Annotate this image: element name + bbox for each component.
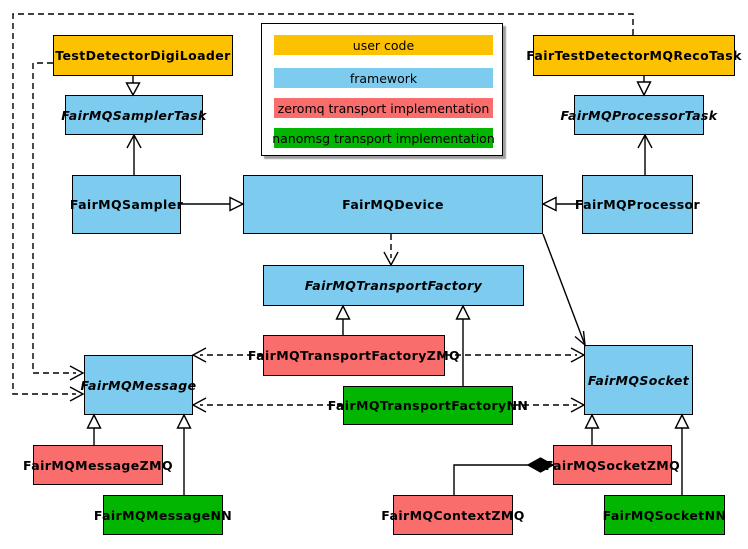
node-label: FairMQProcessorTask xyxy=(560,107,718,123)
node-label: FairMQMessage xyxy=(80,377,197,393)
node-label: FairTestDetectorMQRecoTask xyxy=(526,48,742,63)
node-fairmqmessagezmq: FairMQMessageZMQ xyxy=(23,445,173,485)
node-label: FairMQTransportFactoryNN xyxy=(327,398,529,413)
node-fairmqmessage: FairMQMessage xyxy=(81,355,196,415)
node-label: FairMQSocket xyxy=(587,372,690,388)
edge-fairmqmessagezmq-fairmqmessage xyxy=(86,413,102,445)
edge-fairmqmessagenn-fairmqmessage xyxy=(176,413,192,495)
node-label: FairMQSamplerTask xyxy=(61,107,207,123)
node-label: FairMQSocketNN xyxy=(602,507,727,523)
node-label: FairMQMessageNN xyxy=(93,507,233,523)
node-fairmqsamplertask: FairMQSamplerTask xyxy=(61,95,206,135)
node-fairmqdevice: FairMQDevice xyxy=(243,175,543,234)
legend-item-framework: framework xyxy=(274,68,493,88)
node-fairmqtransportfactory: FairMQTransportFactory xyxy=(263,265,524,306)
legend-label: zeromq transport implementation xyxy=(277,100,490,116)
node-label: FairMQProcessor xyxy=(574,197,701,212)
node-fairmqtransportfactoryzmq: FairMQTransportFactoryZMQ xyxy=(248,335,460,376)
node-fairmqcontextzmq: FairMQContextZMQ xyxy=(381,495,524,535)
edge-fairmqtransportfactorynn-fairmqmessage xyxy=(191,397,343,413)
node-fairmqsocketzmq: FairMQSocketZMQ xyxy=(545,445,680,485)
edge-fairmqsocketnn-fairmqsocket xyxy=(674,413,690,495)
node-label: FairMQSampler xyxy=(69,197,184,212)
edge-fairmqcontextzmq-fairmqsocketzmq xyxy=(453,457,555,495)
edge-fairmqtransportfactoryzmq-fairmqsocket xyxy=(445,347,586,363)
node-label: TestDetectorDigiLoader xyxy=(55,48,231,63)
node-fairmqsocket: FairMQSocket xyxy=(584,345,693,415)
edge-testdetectordigiloader-fairmqsamplertask xyxy=(125,76,141,97)
node-label: FairMQTransportFactoryZMQ xyxy=(247,348,461,363)
node-label: FairMQTransportFactory xyxy=(304,278,483,293)
edge-fairmqdevice-fairmqtransportfactory xyxy=(383,234,399,267)
node-fairmqtransportfactorynn: FairMQTransportFactoryNN xyxy=(328,386,528,425)
node-label: FairMQDevice xyxy=(342,197,444,212)
node-testdetectordigiloader: TestDetectorDigiLoader xyxy=(53,35,233,76)
edge-fairtestdetectormqrecotask-fairmqprocessortask xyxy=(636,76,652,97)
node-fairmqmessagenn: FairMQMessageNN xyxy=(94,495,232,535)
node-fairmqprocessortask: FairMQProcessorTask xyxy=(561,95,717,135)
edge-fairmqtransportfactoryzmq-fairmqtransportfactory xyxy=(335,304,351,335)
legend-box: user code framework zeromq transport imp… xyxy=(261,23,503,156)
edge-fairmqsocketzmq-fairmqsocket xyxy=(584,413,600,445)
edge-fairmqsampler-fairmqsamplertask xyxy=(126,133,142,175)
node-fairtestdetectormqrecotask: FairTestDetectorMQRecoTask xyxy=(526,35,741,76)
node-label: FairMQSocketZMQ xyxy=(544,457,681,473)
legend-label: user code xyxy=(352,37,415,53)
node-fairmqsampler: FairMQSampler xyxy=(69,175,184,234)
legend-item-user-code: user code xyxy=(274,35,493,55)
legend-label: nanomsg transport implementation xyxy=(272,130,495,146)
node-fairmqprocessor: FairMQProcessor xyxy=(575,175,700,234)
legend-item-zeromq: zeromq transport implementation xyxy=(274,98,493,118)
edge-fairmqsampler-fairmqdevice xyxy=(181,196,245,212)
node-label: FairMQContextZMQ xyxy=(381,507,525,523)
legend-item-nanomsg: nanomsg transport implementation xyxy=(272,128,495,148)
edge-fairmqtransportfactorynn-fairmqtransportfactory xyxy=(455,304,471,386)
edge-fairmqprocessor-fairmqprocessortask xyxy=(637,133,653,175)
legend-label: framework xyxy=(349,70,418,86)
node-fairmqsocketnn: FairMQSocketNN xyxy=(602,495,727,535)
node-label: FairMQMessageZMQ xyxy=(23,457,173,473)
edge-fairmqdevice-fairmqsocket xyxy=(542,233,586,347)
